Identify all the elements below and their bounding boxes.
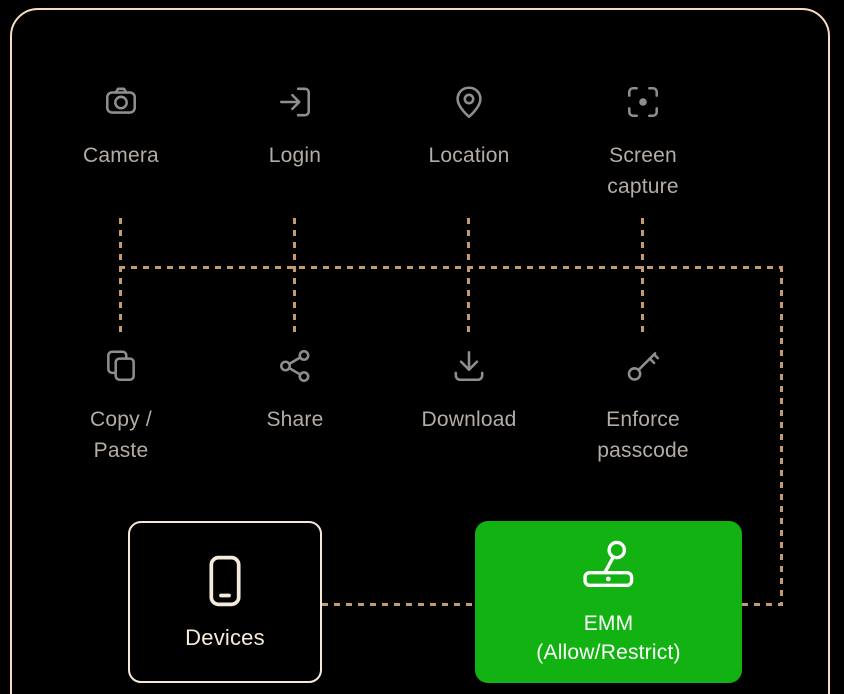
feature-label-location: Location [428,144,510,167]
emm-label: EMM (Allow/Restrict) [536,609,680,667]
emm-label-line1: EMM [583,611,634,635]
location-icon [450,83,488,121]
devices-node: Devices [128,521,322,683]
smartphone-icon [194,552,256,610]
emm-node: EMM (Allow/Restrict) [475,521,742,683]
feature-label-login: Login [268,144,322,167]
copy-paste-icon [102,347,140,385]
connector-devices-emm [322,603,475,606]
connector-vertical-camera [119,218,122,332]
screen-capture-icon [624,83,662,121]
feature-label-screen-capture: Screen capture [607,144,679,198]
emm-label-line2: (Allow/Restrict) [536,640,681,664]
feature-label-enforce-passcode: Enforce passcode [597,408,689,462]
camera-icon [102,83,140,121]
outer-frame [10,8,830,694]
connector-right-vertical [780,266,783,606]
feature-label-copy-paste: Copy / Paste [90,408,152,462]
connector-vertical-login [293,218,296,332]
feature-label-download: Download [421,408,517,431]
connector-vertical-location [467,218,470,332]
login-icon [276,83,314,121]
devices-label: Devices [185,625,265,650]
feature-label-camera: Camera [83,144,159,167]
connector-emm-right [742,603,783,606]
connector-bus-horizontal [119,266,783,269]
connector-vertical-screen-capture [641,218,644,332]
feature-label-share: Share [266,408,324,431]
share-icon [276,347,314,385]
download-icon [450,347,488,385]
control-lever-icon [578,538,640,596]
enforce-passcode-icon [624,347,662,385]
